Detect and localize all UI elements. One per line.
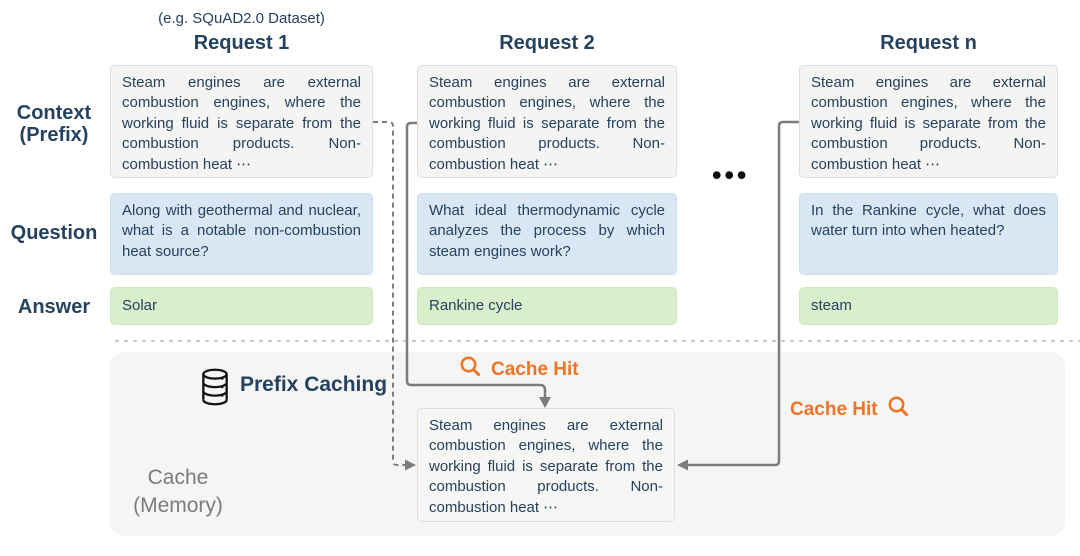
search-icon <box>459 355 482 384</box>
context-box-request-1: Steam engines are external combustion en… <box>110 65 373 178</box>
context-box-request-n: Steam engines are external combustion en… <box>799 65 1058 178</box>
cache-hit-right: Cache Hit <box>790 395 910 424</box>
row-label-question: Question <box>10 222 98 244</box>
cache-memory-label: Cache (Memory) <box>108 464 248 520</box>
column-header-request-1: Request 1 <box>193 32 290 54</box>
row-label-context-line1: Context <box>16 102 92 124</box>
dataset-label: (e.g. SQuAD2.0 Dataset) <box>158 10 325 27</box>
search-icon <box>887 395 910 424</box>
cache-memory-label-line2: (Memory) <box>133 494 223 517</box>
cached-context-box: Steam engines are external combustion en… <box>417 408 675 522</box>
answer-box-request-n: steam <box>799 287 1058 325</box>
answer-box-request-1: Solar <box>110 287 373 325</box>
row-label-context-line2: (Prefix) <box>19 124 89 146</box>
column-header-request-n: Request n <box>880 32 977 54</box>
row-label-context: Context (Prefix) <box>0 102 108 146</box>
cache-hit-right-label: Cache Hit <box>790 398 878 420</box>
ellipsis-dots: ••• <box>712 160 750 190</box>
cache-hit-center-label: Cache Hit <box>491 358 579 380</box>
question-box-request-2: What ideal thermodynamic cycle analyzes … <box>417 193 677 275</box>
database-icon <box>201 368 229 411</box>
prefix-caching-title: Prefix Caching <box>240 373 388 396</box>
question-box-request-n: In the Rankine cycle, what does water tu… <box>799 193 1058 275</box>
column-header-request-2: Request 2 <box>499 32 595 54</box>
question-box-request-1: Along with geothermal and nuclear, what … <box>110 193 373 275</box>
context-box-request-2: Steam engines are external combustion en… <box>417 65 677 178</box>
answer-box-request-2: Rankine cycle <box>417 287 677 325</box>
cache-hit-center: Cache Hit <box>459 355 579 384</box>
cache-memory-label-line1: Cache <box>147 466 209 489</box>
row-label-answer: Answer <box>17 296 91 318</box>
